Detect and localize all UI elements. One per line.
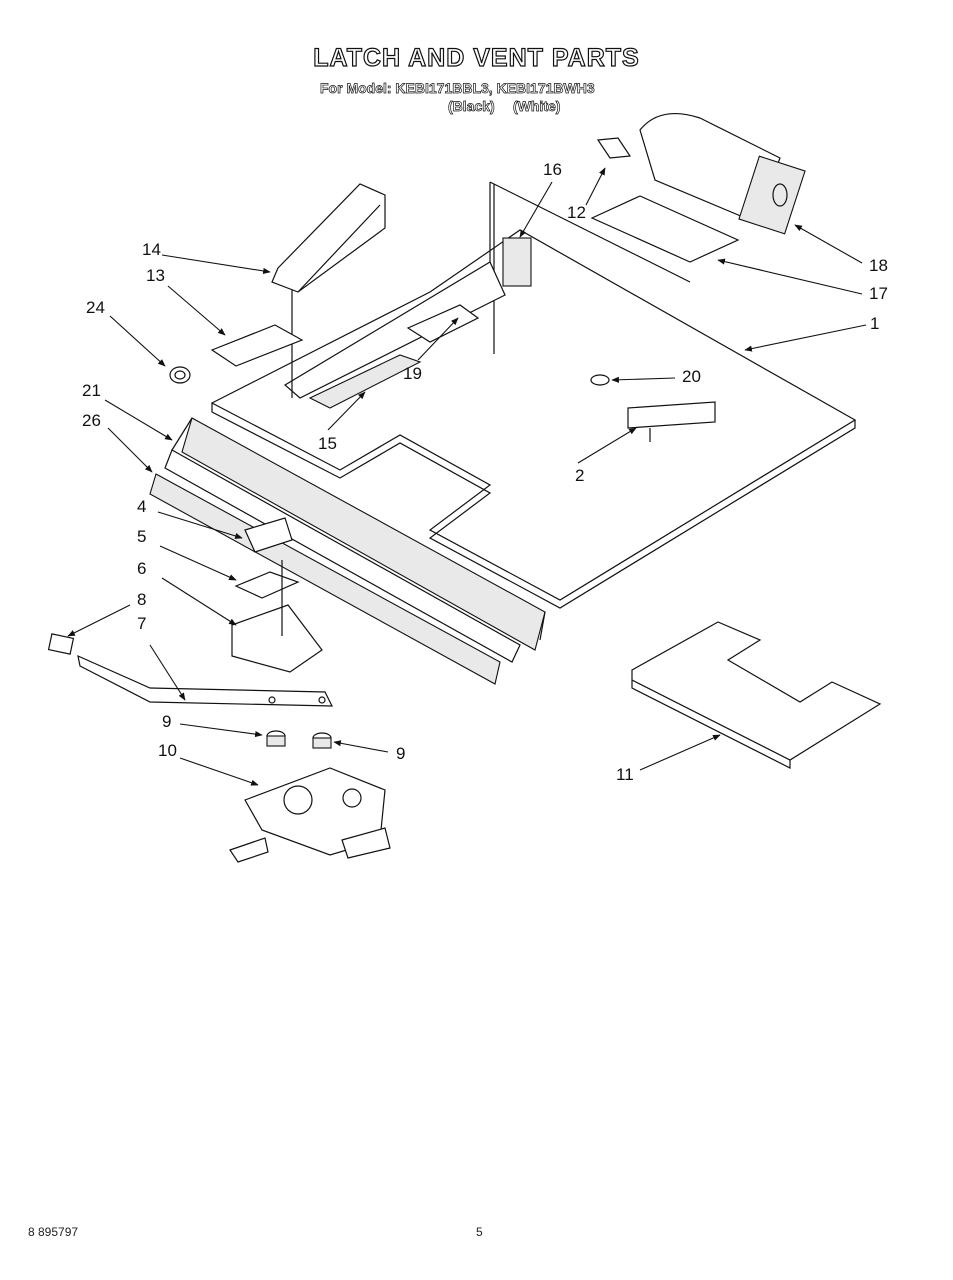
color-white-label: (White) [513,98,561,115]
model-line: For Model: KEBI171BBL3, KEBI171BWH3 [320,80,595,97]
latch-switch-parts [231,517,323,673]
callout-12: 12 [567,203,586,222]
vent-duct [283,237,532,409]
part-11-panel [631,621,882,769]
color-black-label: (Black) [448,98,495,115]
part-18-fan-motor [639,112,806,235]
callout-10: 10 [158,741,177,760]
callout-9-right: 9 [396,744,406,763]
part-24-grommet [169,366,191,384]
part-14-bracket [271,183,386,293]
callout-13: 13 [146,266,165,285]
callout-21: 21 [82,381,101,400]
callout-16: 16 [543,160,562,179]
callout-1: 1 [870,314,880,333]
leader-arrows [67,167,867,786]
front-rail [149,417,546,685]
callout-6: 6 [137,559,147,578]
callout-20: 20 [682,367,701,386]
part-12-bracket [596,137,632,159]
callout-19: 19 [403,364,422,383]
part-20-clip [590,374,610,386]
callout-26: 26 [82,411,101,430]
part-2-terminal-block [627,401,716,442]
top-panel [210,181,857,609]
page-number: 5 [476,1225,483,1239]
callout-15: 15 [318,434,337,453]
callout-24: 24 [86,298,105,317]
callout-7: 7 [137,614,147,633]
callout-4: 4 [137,497,147,516]
page-title: LATCH AND VENT PARTS [313,43,640,72]
part-13-plate [210,324,304,367]
callout-2: 2 [575,466,585,485]
callout-5: 5 [137,527,147,546]
spacers [266,730,332,749]
callout-14: 14 [142,240,161,259]
latch-arm [47,633,333,707]
callout-18: 18 [869,256,888,275]
part-17-plate [590,195,740,263]
part-10-latch-mechanism [229,767,391,863]
callout-11: 11 [616,765,634,784]
callout-17: 17 [869,284,888,303]
callout-9-left: 9 [162,712,172,731]
callout-8: 8 [137,590,147,609]
part-number: 8 895797 [28,1225,79,1239]
